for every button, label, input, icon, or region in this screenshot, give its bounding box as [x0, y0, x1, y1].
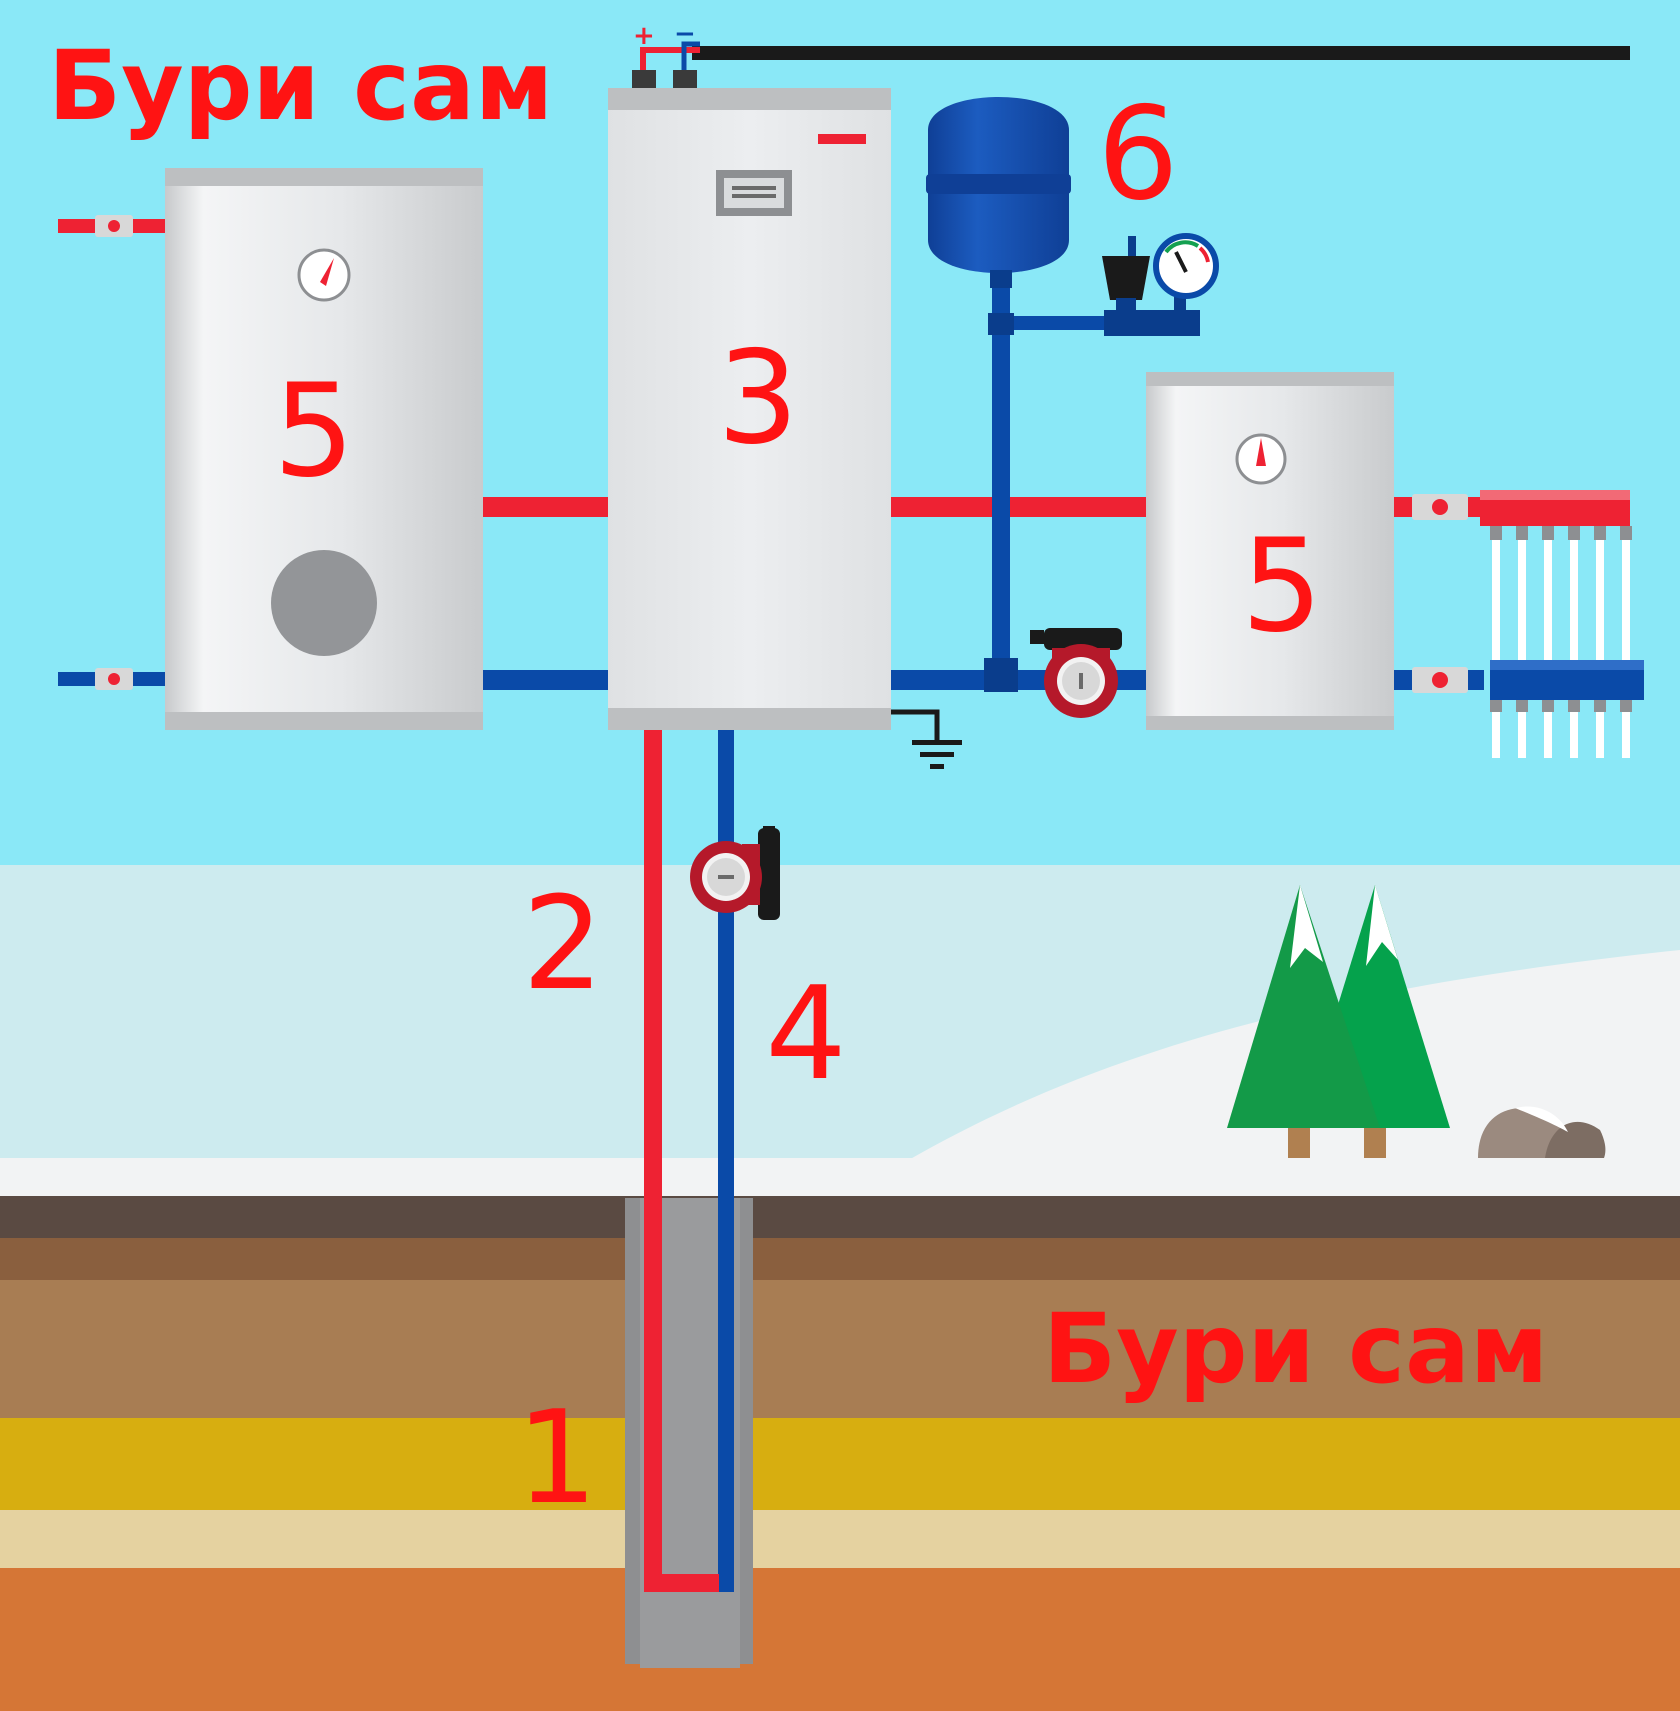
heat-pump-unit: 3	[608, 88, 962, 769]
borehole-number: 1	[516, 1384, 597, 1533]
soil-layer-3	[0, 1280, 1680, 1418]
hot-pipe-right	[890, 497, 1146, 517]
loop-connector	[1568, 526, 1580, 540]
minus-wire	[681, 41, 700, 72]
plus-sign: +	[633, 21, 655, 51]
loop-tube	[1596, 700, 1604, 758]
loop-tube	[1518, 526, 1526, 660]
loop-connector	[1620, 700, 1632, 712]
tank-port	[271, 550, 377, 656]
cable	[692, 46, 1630, 60]
tree-icon	[1227, 885, 1380, 1128]
circulation-pump-icon	[690, 826, 780, 920]
air-vent-valve	[1102, 236, 1150, 312]
plus-wire	[640, 47, 700, 72]
control-panel-display	[716, 170, 792, 216]
loop-connector	[1490, 700, 1502, 712]
loop-tube	[1544, 526, 1552, 660]
rock-snow	[1515, 1106, 1568, 1132]
soil-layer-1	[0, 1196, 1680, 1238]
rocks	[1478, 1106, 1606, 1158]
thermometer-icon	[297, 248, 351, 302]
circulation-pump-icon	[1030, 628, 1122, 718]
soil-layer-4	[0, 1418, 1680, 1510]
return-pipe-number: 4	[765, 960, 846, 1109]
loop-tube	[1622, 526, 1630, 660]
tree-trunk	[1364, 1127, 1386, 1158]
valve-icon	[95, 215, 133, 237]
power-cable: + −	[632, 19, 1630, 88]
soil-layer-6	[0, 1568, 1680, 1711]
watermark-bottom: Бури сам	[1043, 1293, 1548, 1405]
tree-trunk	[1288, 1127, 1310, 1158]
loop-connector	[1490, 526, 1502, 540]
manifold-icon	[1480, 490, 1630, 526]
minus-sign: −	[674, 19, 696, 49]
floor-heating-loops	[1490, 526, 1632, 758]
terminal-plus	[632, 70, 656, 88]
loop-connector	[1516, 526, 1528, 540]
loop-connector	[1594, 700, 1606, 712]
hot-pipe-left	[482, 497, 608, 517]
terminal-minus	[673, 70, 697, 88]
loop-tube	[1518, 700, 1526, 758]
loop-tube	[1596, 526, 1604, 660]
loop-tube	[1622, 700, 1630, 758]
loop-tube	[1570, 526, 1578, 660]
thermometer-icon	[1235, 433, 1287, 485]
valve-icon	[95, 668, 133, 690]
expansion-branch	[1000, 316, 1120, 330]
loop-connector	[1516, 700, 1528, 712]
watermark-top: Бури сам	[48, 30, 553, 142]
tree-snow-cap	[1290, 885, 1323, 968]
supply-pipe-number: 2	[522, 870, 603, 1019]
loop-connector	[1620, 526, 1632, 540]
loop-tube	[1544, 700, 1552, 758]
storage-tank-left: 5	[58, 168, 483, 730]
ground-loop-return-pipe	[718, 730, 734, 1592]
snow-ground-band	[0, 1158, 1680, 1200]
power-indicator	[818, 134, 866, 144]
rock-icon	[1545, 1121, 1606, 1158]
soil-layer-2	[0, 1238, 1680, 1280]
tank-right-number: 5	[1241, 512, 1322, 661]
loop-connector	[1542, 526, 1554, 540]
soil-layer-5	[0, 1510, 1680, 1568]
tree-snow-cap	[1366, 885, 1398, 966]
tee-fitting	[988, 313, 1014, 335]
safety-group-body	[1104, 310, 1200, 336]
horizontal-pipes	[482, 272, 1146, 692]
storage-tank-right: 5	[1146, 372, 1394, 730]
trees	[1227, 885, 1450, 1158]
loop-tube	[1570, 700, 1578, 758]
manifold-icon	[1490, 660, 1644, 700]
valve-icon	[1412, 494, 1468, 520]
pressure-gauge-icon	[1153, 233, 1219, 314]
ground-loop	[644, 730, 734, 1592]
loop-connector	[1594, 526, 1606, 540]
heat-pump-number: 3	[717, 324, 798, 473]
ground-loop-supply-pipe	[644, 730, 662, 1592]
ground-symbol-icon	[891, 709, 962, 769]
valve-icon	[1412, 667, 1468, 693]
ground-loop-bottom-hot	[644, 1574, 719, 1592]
expansion-tank-number: 6	[1097, 80, 1178, 229]
cold-pipe-left	[482, 670, 608, 690]
expansion-riser	[992, 272, 1010, 682]
loop-tube	[1492, 700, 1500, 758]
loop-connector	[1568, 700, 1580, 712]
tank-left-number: 5	[273, 357, 354, 506]
loop-connector	[1542, 700, 1554, 712]
loop-tube	[1492, 526, 1500, 660]
outlet-pipes	[1394, 494, 1484, 693]
expansion-tank: 6	[926, 80, 1219, 336]
tee-fitting	[984, 658, 1018, 692]
